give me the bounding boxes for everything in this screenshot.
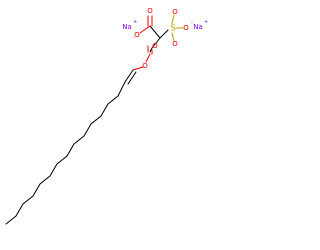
bond-o-c-vinyl: [132, 66, 144, 71]
sulfonate-oxygen-top: O: [172, 8, 178, 16]
sodium-right-charge: +: [204, 19, 208, 25]
carboxylate-oxygen: O: [134, 31, 140, 39]
bond-c2-c3: [151, 37, 161, 49]
sulfonate-oxygen-minus: O: [183, 24, 189, 32]
bond-vinyl-b: [127, 71, 137, 85]
alkenyl-chain: [5, 66, 144, 225]
head-group-bonds: [139, 14, 184, 63]
bond-c1-o-minus: [139, 25, 151, 34]
bond-c1-c2: [149, 25, 161, 39]
bond-c4-o-ester: [145, 53, 151, 63]
bond-c2-s: [159, 29, 169, 39]
bond-s-o-top: [171, 14, 175, 25]
carboxyl-oxygen-double: O: [147, 7, 153, 15]
bond-s-o-bottom: [171, 32, 175, 42]
bond-c3-c4: [149, 47, 153, 53]
sodium-right: Na: [193, 23, 203, 31]
chain-zigzag-visible: [5, 81, 126, 225]
sodium-left-charge: +: [133, 19, 137, 25]
sulfonate-oxygen-bottom: O: [172, 40, 178, 48]
ester-oxygen: O: [142, 62, 148, 70]
bond-vinyl-a: [124, 69, 134, 83]
atom-labels: O Na + O - S O O O - Na + O O: [122, 7, 208, 70]
ester-oxygen-double: O: [152, 42, 158, 50]
sodium-left: Na: [122, 23, 132, 31]
chemical-structure-diagram: O Na + O - S O O O - Na + O O: [5, 7, 208, 225]
sulfur-atom: S: [170, 24, 175, 33]
sulfonate-charge: -: [191, 20, 193, 26]
carboxylate-charge: -: [133, 35, 135, 41]
